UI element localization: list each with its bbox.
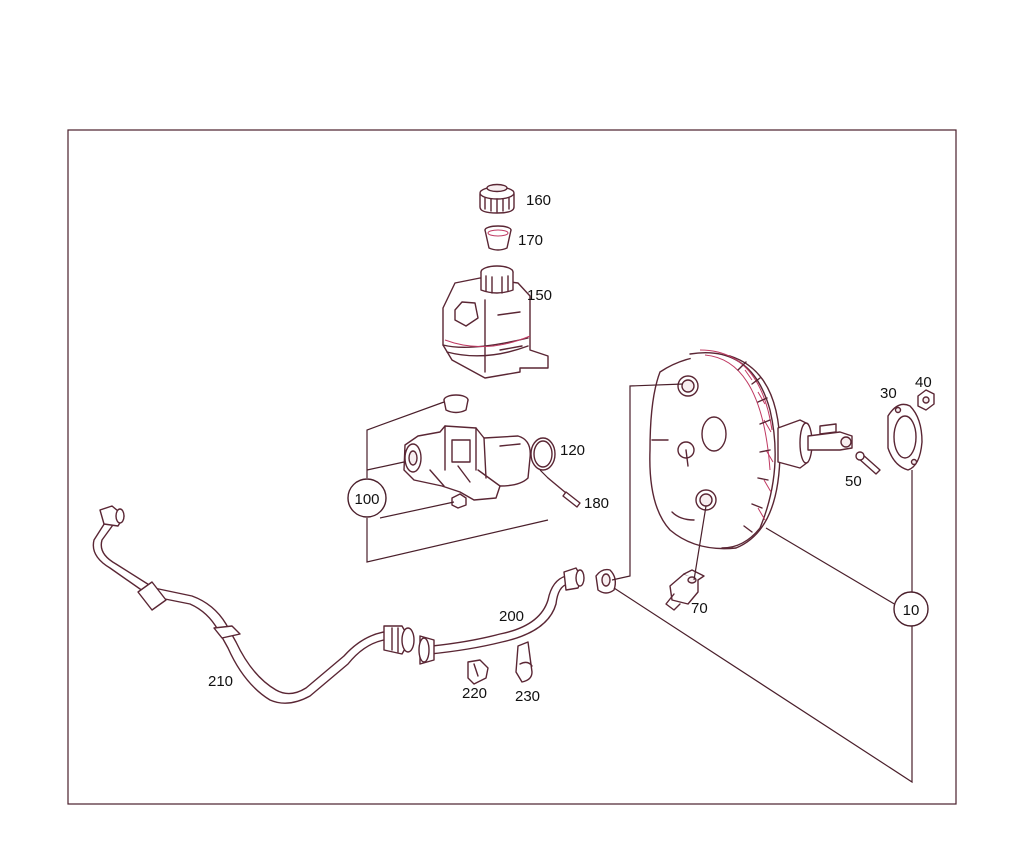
part-180-bolt[interactable] bbox=[539, 469, 581, 508]
grommet bbox=[595, 568, 617, 594]
part-30-gasket[interactable] bbox=[887, 403, 923, 471]
callout-210[interactable]: 210 bbox=[208, 673, 233, 690]
part-40-nut[interactable] bbox=[917, 389, 935, 411]
leader-lines-10 bbox=[611, 383, 913, 784]
callout-70[interactable]: 70 bbox=[691, 600, 708, 617]
callout-50[interactable]: 50 bbox=[845, 473, 862, 490]
part-10-brake-booster[interactable] bbox=[649, 349, 853, 550]
part-100-master-cylinder[interactable] bbox=[366, 394, 549, 563]
callout-220[interactable]: 220 bbox=[462, 685, 487, 702]
callout-200[interactable]: 200 bbox=[499, 608, 524, 625]
part-210-vacuum-line[interactable] bbox=[92, 505, 415, 704]
bubble-10[interactable]: 10 bbox=[893, 591, 929, 627]
callout-230[interactable]: 230 bbox=[515, 688, 540, 705]
callout-170[interactable]: 170 bbox=[518, 232, 543, 249]
callout-120[interactable]: 120 bbox=[560, 442, 585, 459]
part-70-sensor[interactable] bbox=[665, 569, 705, 611]
callout-180[interactable]: 180 bbox=[584, 495, 609, 512]
part-220-clip[interactable] bbox=[467, 659, 489, 685]
svg-text:10: 10 bbox=[903, 602, 920, 619]
bubble-100[interactable]: 100 bbox=[347, 478, 387, 518]
callout-30[interactable]: 30 bbox=[880, 385, 897, 402]
part-170-filter-insert[interactable] bbox=[484, 225, 512, 251]
part-150-fluid-reservoir[interactable] bbox=[442, 265, 549, 379]
part-230-clamp[interactable] bbox=[515, 641, 533, 683]
callout-150[interactable]: 150 bbox=[527, 287, 552, 304]
part-50-pin[interactable] bbox=[855, 451, 881, 475]
part-200-vacuum-hose[interactable] bbox=[418, 567, 585, 665]
svg-text:100: 100 bbox=[354, 491, 379, 508]
part-160-reservoir-cap[interactable] bbox=[479, 183, 515, 214]
diagram-frame bbox=[67, 129, 957, 805]
callout-160[interactable]: 160 bbox=[526, 192, 551, 209]
part-120-o-ring[interactable] bbox=[530, 437, 556, 471]
callout-40[interactable]: 40 bbox=[915, 374, 932, 391]
